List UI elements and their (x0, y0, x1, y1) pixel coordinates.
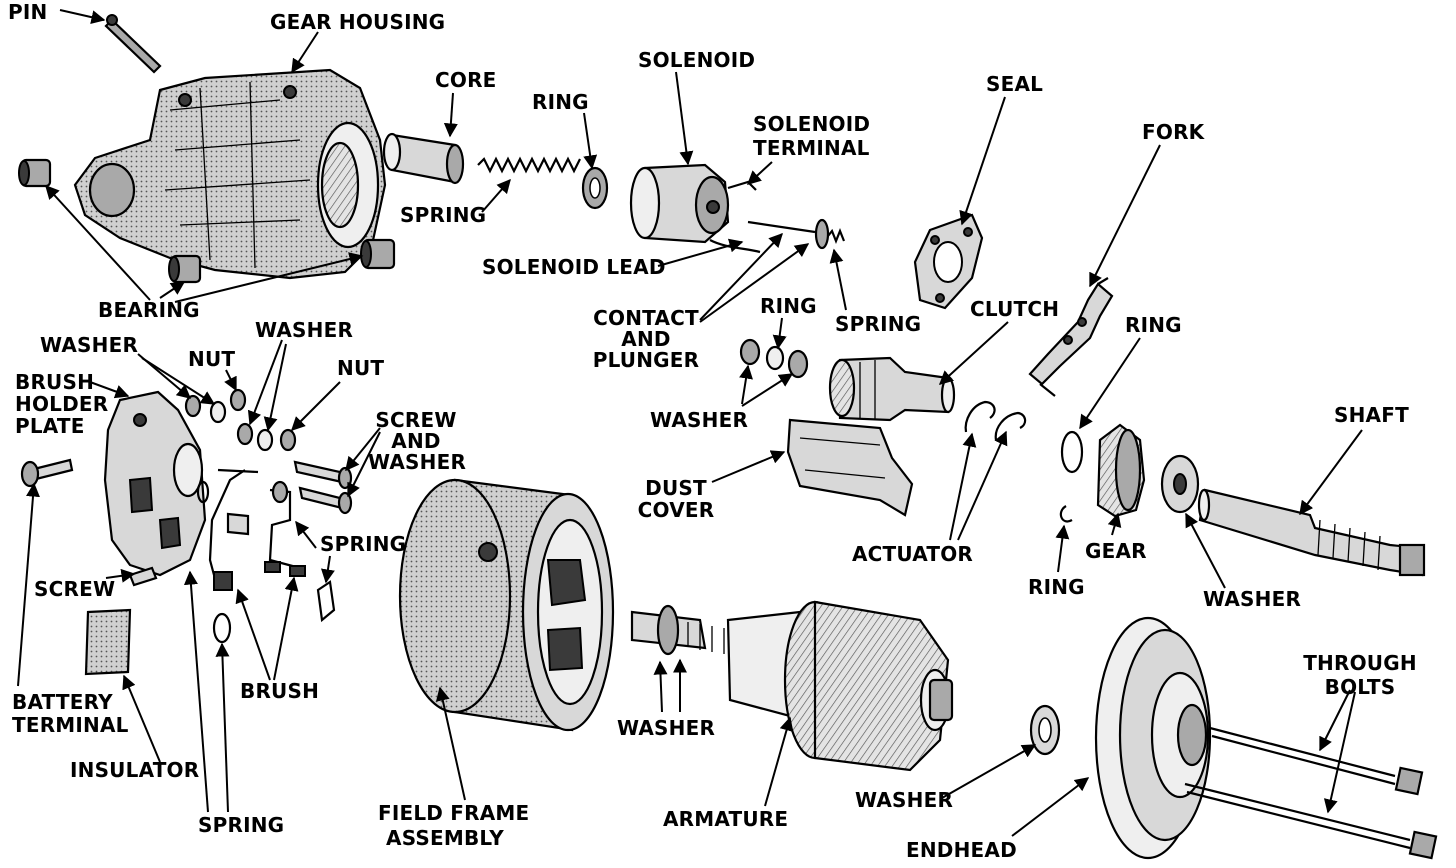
label-ring-mid: RING (760, 294, 817, 318)
label-spring-brush: SPRING (320, 532, 407, 556)
pin-part (104, 14, 162, 74)
label-seal: SEAL (986, 72, 1044, 96)
label-brush: BRUSH (240, 679, 320, 703)
label-brush-holder-plate-line3: PLATE (15, 414, 85, 438)
leader-arrows (17, 9, 1363, 837)
actuator-parts (964, 400, 1027, 441)
label-field-frame-assembly-line1: FIELD FRAME (378, 801, 530, 825)
seal-part (913, 213, 984, 310)
label-actuator: ACTUATOR (852, 542, 973, 566)
label-core: CORE (435, 68, 497, 92)
battery-terminal-part (20, 458, 74, 488)
label-screw-and-washer-line2: AND (391, 429, 441, 453)
label-gear-housing: GEAR HOUSING (270, 10, 446, 34)
core-part (382, 132, 465, 185)
brush-spring-parts (196, 468, 336, 644)
label-washer-left: WASHER (40, 333, 139, 357)
label-washer-endhead: WASHER (855, 788, 954, 812)
label-contact-and-plunger-line1: CONTACT (593, 306, 699, 330)
brush-holder-plate-part (103, 390, 207, 577)
dust-cover-part (786, 418, 914, 517)
label-ring-right: RING (1125, 313, 1182, 337)
label-dust-cover-line1: DUST (645, 476, 707, 500)
label-nut-left: NUT (188, 347, 236, 371)
label-spring-mid: SPRING (835, 312, 922, 336)
label-washer-mid: WASHER (255, 318, 354, 342)
through-bolts-part (1184, 726, 1438, 860)
label-gear: GEAR (1085, 539, 1147, 563)
end-head-part (1094, 616, 1212, 860)
label-solenoid: SOLENOID (638, 48, 756, 72)
label-dust-cover-line2: COVER (637, 498, 715, 522)
label-spring-top: SPRING (400, 203, 487, 227)
label-insulator: INSULATOR (70, 758, 200, 782)
insulator-part (84, 608, 132, 676)
label-battery-terminal-line2: TERMINAL (12, 713, 129, 737)
label-through-bolts-line1: THROUGH (1303, 651, 1417, 675)
label-washer-right: WASHER (1203, 587, 1302, 611)
label-washer-armature: WASHER (617, 716, 716, 740)
label-ring-top: RING (532, 90, 589, 114)
spring-top-part (477, 156, 581, 174)
label-contact-and-plunger-line3: PLUNGER (592, 348, 700, 372)
shaft-part (1197, 488, 1426, 577)
field-frame-assembly-part (398, 478, 615, 732)
clutch-part (828, 356, 956, 422)
label-brush-holder-plate-line2: HOLDER (15, 392, 109, 416)
label-solenoid-terminal-line2: TERMINAL (753, 136, 870, 160)
solenoid-part (629, 163, 761, 254)
label-screw: SCREW (34, 577, 116, 601)
label-solenoid-lead: SOLENOID LEAD (482, 255, 666, 279)
label-battery-terminal-line1: BATTERY (12, 690, 113, 714)
label-washer-center: WASHER (650, 408, 749, 432)
label-ring-bottom: RING (1028, 575, 1085, 599)
contact-and-plunger-part (747, 218, 846, 250)
label-contact-and-plunger-line2: AND (621, 327, 671, 351)
label-through-bolts-line2: BOLTS (1324, 675, 1396, 699)
washer-nut-left-parts (184, 388, 247, 424)
label-screw-and-washer-line3: WASHER (368, 450, 467, 474)
label-clutch: CLUTCH (970, 297, 1060, 321)
armature-part (630, 600, 954, 772)
label-brush-holder-plate-line1: BRUSH (15, 370, 95, 394)
label-shaft: SHAFT (1334, 403, 1409, 427)
label-pin: PIN (8, 0, 48, 24)
label-field-frame-assembly-line2: ASSEMBLY (386, 826, 504, 850)
washer-ring-set-mid (739, 338, 809, 379)
bearing-parts (18, 158, 396, 284)
washer-right-part (1160, 454, 1200, 514)
label-end-head: ENDHEAD (906, 838, 1017, 862)
label-fork: FORK (1142, 120, 1205, 144)
washer-nut-mid-parts (236, 422, 297, 452)
gear-part (1096, 423, 1146, 518)
label-nut-right: NUT (337, 356, 385, 380)
ring-top-part (581, 166, 609, 210)
label-solenoid-terminal-line1: SOLENOID (753, 112, 871, 136)
washer-endhead-part (1029, 704, 1061, 756)
label-armature: ARMATURE (663, 807, 789, 831)
gear-housing-part (73, 68, 387, 280)
label-spring-bottom: SPRING (198, 813, 285, 837)
label-bearing: BEARING (98, 298, 200, 322)
label-screw-and-washer-line1: SCREW (375, 408, 457, 432)
ring-right-part (1059, 430, 1084, 523)
